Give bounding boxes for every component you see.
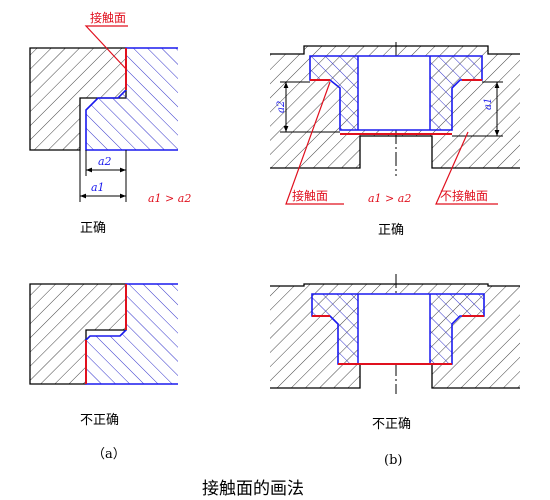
b1-contact-leader [285, 81, 344, 205]
b1-contact-label: 接触面 [292, 188, 328, 203]
a1-contact-label: 接触面 [90, 10, 126, 25]
figure-a-incorrect: 不正确 （a） [29, 283, 178, 462]
a2-verdict: 不正确 [80, 413, 119, 428]
b1-noncontact-leader [435, 131, 498, 205]
a-sublabel: （a） [92, 447, 126, 462]
a1-dim-a2-label: a2 [98, 155, 112, 168]
figure-a-correct: 接触面 a2 a1 a1 > a2 正确 [29, 10, 191, 236]
a2-shaft [86, 284, 178, 384]
b1-verdict: 正确 [378, 223, 404, 238]
a1-verdict: 正确 [80, 221, 106, 236]
b1-bore [358, 56, 430, 130]
figure-b-correct: a2 a1 接触面 不接触面 a1 > a2 正确 [270, 42, 520, 238]
b1-housing-bottom [270, 135, 520, 169]
b1-noncontact-label: 不接触面 [440, 188, 488, 203]
a1-relation: a1 > a2 [148, 192, 191, 205]
a1-shaft [86, 48, 178, 150]
b2-bore [358, 294, 430, 364]
b1-relation: a1 > a2 [368, 192, 411, 205]
a1-leader [84, 25, 128, 71]
b2-verdict: 不正确 [372, 417, 411, 432]
b1-dim-a2-label: a2 [276, 101, 287, 113]
a1-dim-a1-label: a1 [91, 181, 105, 194]
figure-caption: 接触面的画法 [202, 479, 304, 499]
figure-b-incorrect: 不正确 (b) [270, 274, 520, 468]
b-sublabel: (b) [384, 453, 402, 468]
b1-dim-a1-label: a1 [483, 98, 494, 110]
b1-housing-outline [270, 45, 520, 55]
b2-housing-outline [270, 283, 520, 287]
